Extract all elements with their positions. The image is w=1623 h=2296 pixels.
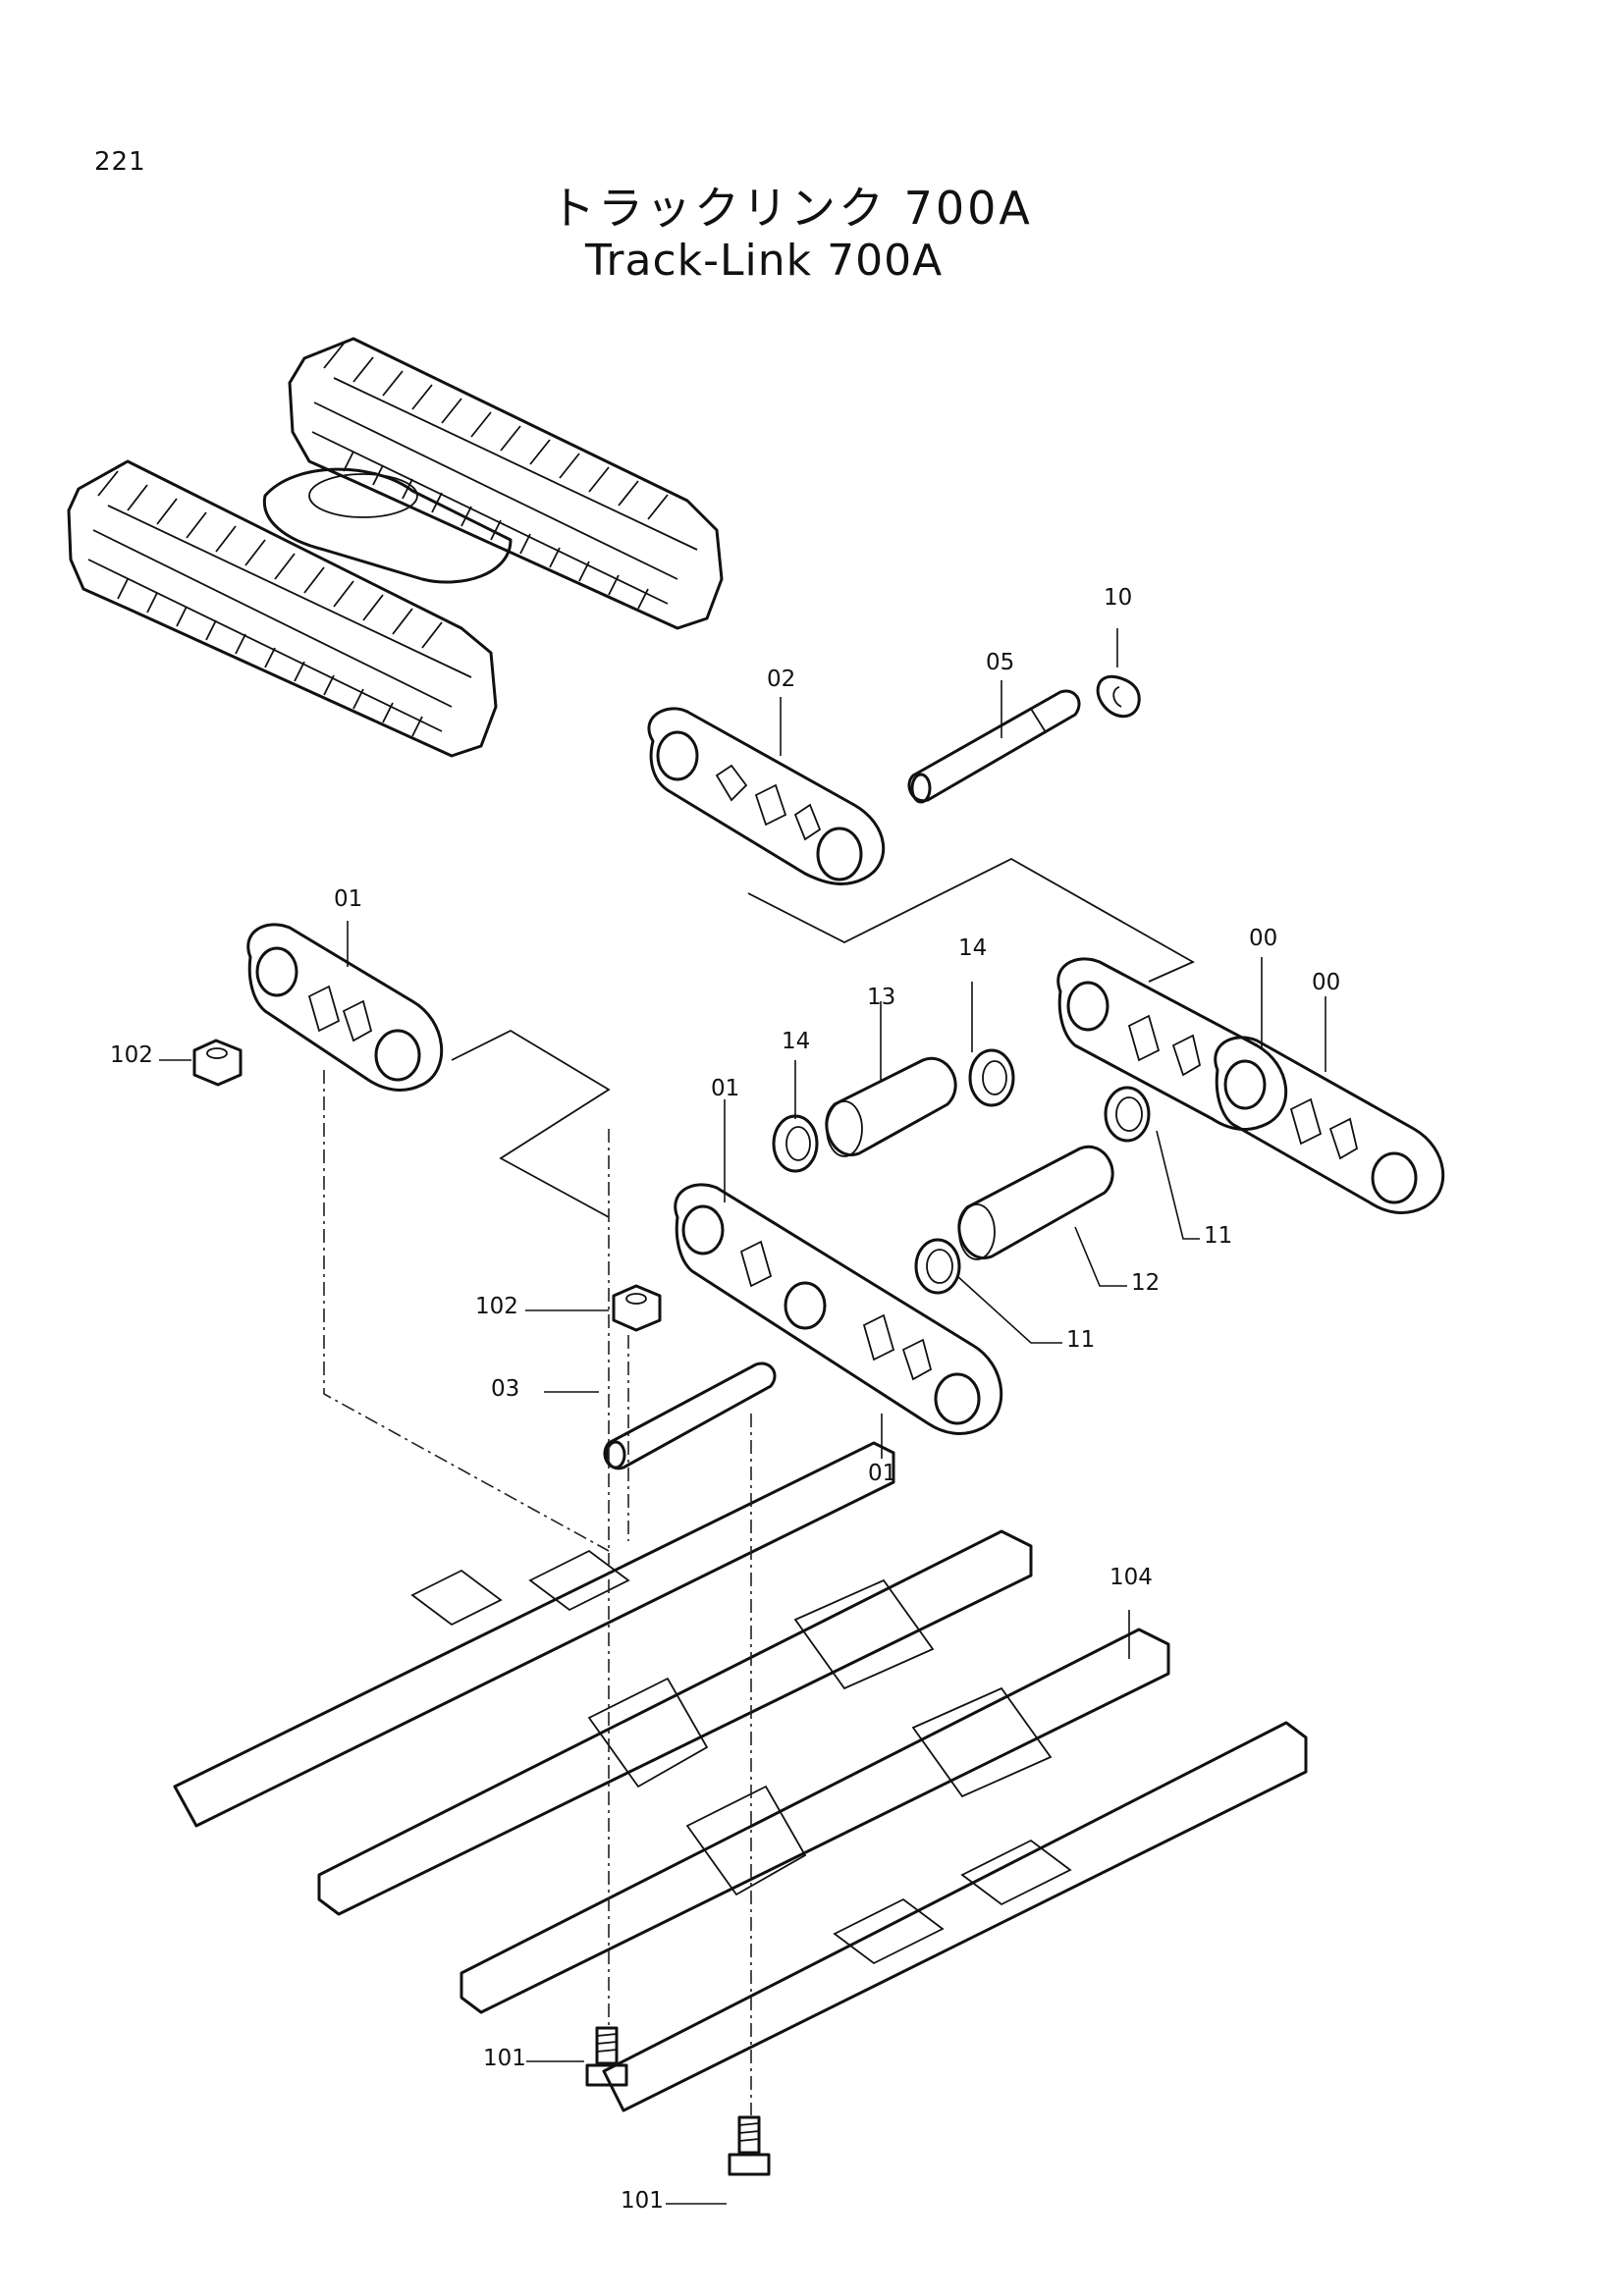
nut-102-upper: [192, 1039, 243, 1087]
callout-101-left: 101: [483, 2046, 526, 2071]
callout-00-upper: 00: [1249, 926, 1278, 951]
callout-14-right: 14: [958, 935, 988, 961]
pin-05: [907, 689, 1081, 804]
leader-lines: [159, 628, 1326, 2205]
track-link-01-upper: [246, 923, 444, 1092]
title-japanese: トラックリンク 700A: [550, 182, 1033, 235]
seal-14-left: [772, 1114, 819, 1173]
seal-14-right: [968, 1048, 1015, 1107]
bolt-101-left: [585, 2026, 628, 2087]
callout-00-lower: 00: [1312, 970, 1341, 995]
callout-104: 104: [1109, 1565, 1153, 1590]
callout-03: 03: [491, 1376, 520, 1402]
callout-01-center: 01: [711, 1076, 740, 1101]
bushing-12: [957, 1145, 1114, 1260]
pin-03: [603, 1362, 777, 1470]
track-link-00-upper: [1056, 957, 1288, 1131]
bushing-13: [825, 1056, 957, 1157]
callout-102-upper: 102: [110, 1042, 153, 1068]
callout-13: 13: [867, 985, 896, 1010]
track-shoes-104: [173, 1441, 1308, 2112]
callout-101-right: 101: [621, 2188, 664, 2214]
callout-11-lower: 11: [1066, 1327, 1096, 1353]
snap-ring-10: [1096, 674, 1141, 718]
track-link-00-lower: [1214, 1036, 1445, 1214]
assembly-centerlines: [323, 1070, 752, 2115]
callout-02: 02: [767, 667, 796, 692]
callout-12: 12: [1131, 1270, 1161, 1296]
callout-01-lower: 01: [868, 1461, 897, 1486]
callout-102-center: 102: [475, 1294, 518, 1319]
page-number: 221: [94, 147, 146, 177]
seal-11-upper: [1104, 1086, 1151, 1143]
callout-05: 05: [986, 650, 1015, 675]
track-link-01-center: [674, 1183, 1003, 1435]
track-link-02: [647, 707, 886, 885]
callout-01-upper: 01: [334, 886, 363, 912]
callout-11-upper: 11: [1204, 1223, 1233, 1249]
callout-14-left: 14: [782, 1029, 811, 1054]
nut-102-center: [612, 1284, 662, 1332]
bolt-101-right: [728, 2115, 771, 2176]
callout-10: 10: [1104, 585, 1133, 611]
title-english: Track-Link 700A: [585, 236, 944, 286]
seal-11-lower: [914, 1238, 961, 1295]
undercarriage-illustration: [67, 337, 724, 758]
